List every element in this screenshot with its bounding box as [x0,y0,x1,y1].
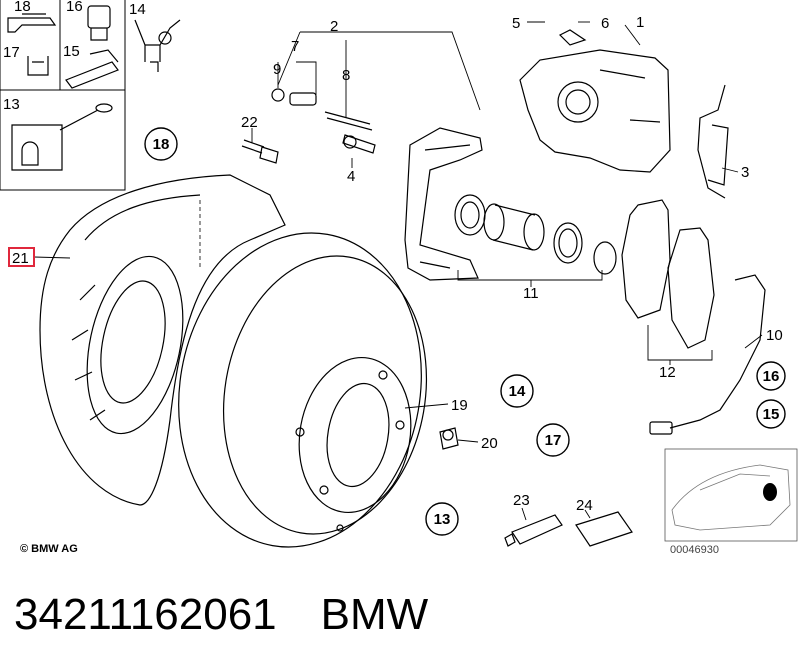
small-parts-inset [0,0,181,191]
callout-22: 22 [241,114,258,131]
circled-label-16: 16 [763,368,780,385]
leader-lines [33,21,763,521]
brake-disc [178,232,428,548]
car-inset [664,448,798,542]
callout-15: 15 [63,43,80,60]
callout-16: 16 [66,0,83,15]
part-caption: 34211162061 BMW [14,585,428,645]
image-reference-number: 00046930 [670,544,719,556]
wheel-marker [763,483,777,501]
circled-label-18: 18 [153,136,170,153]
circled-15 [756,399,786,429]
circled-17 [536,423,570,457]
caliper-carrier [404,127,483,281]
grease-packet [575,511,633,547]
brake-caliper [519,29,671,173]
callout-14: 14 [129,1,146,18]
brake-pads [621,199,715,349]
part-number: 34211162061 [14,590,277,639]
backing-plate [39,174,286,506]
circled-label-13: 13 [434,511,451,528]
callout-1: 1 [636,14,644,31]
callout-4: 4 [347,168,355,185]
circled-14 [500,374,534,408]
callout-23: 23 [513,492,530,509]
piston-kit [454,194,617,275]
circled-label-17: 17 [545,432,562,449]
callout-21: 21 [12,250,29,267]
bolt-22 [241,139,279,164]
highlight-box-21 [8,247,35,267]
copyright-notice: © BMW AG [20,543,78,555]
callout-18: 18 [14,0,31,15]
callout-9: 9 [273,61,281,78]
callout-12: 12 [659,364,676,381]
grease-tube [504,514,563,547]
callout-19: 19 [451,397,468,414]
spring-clip [697,84,729,199]
guide-bolts [271,88,376,154]
callout-5: 5 [512,15,520,32]
callout-6: 6 [601,15,609,32]
circled-13 [425,502,459,536]
callout-10: 10 [766,327,783,344]
callout-8: 8 [342,67,350,84]
parts-diagram: 18 14 16 15 17 13 18 16 14 17 15 13 2 7 … [0,0,798,556]
circled-16 [756,361,786,391]
circled-label-15: 15 [763,406,780,423]
callout-13: 13 [3,96,20,113]
callout-11: 11 [523,285,539,302]
brand-name: BMW [320,590,429,639]
circled-label-14: 14 [509,383,526,400]
circled-18 [144,127,178,161]
callout-20: 20 [481,435,498,452]
callout-2: 2 [330,18,338,35]
plug-20 [439,427,459,450]
callout-7: 7 [291,38,299,55]
callout-17: 17 [3,44,20,61]
wear-sensor [649,274,766,435]
callout-24: 24 [576,497,593,514]
callout-3: 3 [741,164,749,181]
